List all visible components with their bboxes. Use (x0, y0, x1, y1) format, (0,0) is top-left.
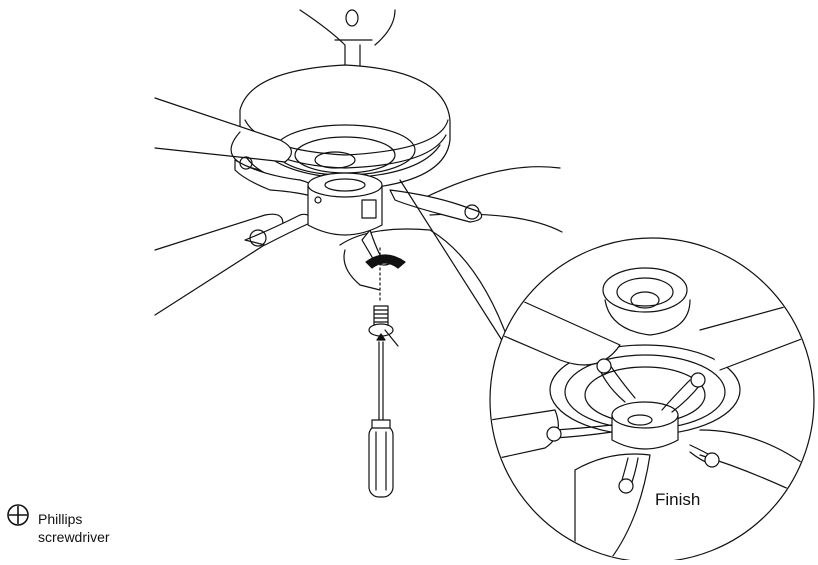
tool-name-line1: Phillips (38, 511, 83, 527)
detail-view (489, 237, 815, 563)
switch-housing (307, 172, 383, 236)
phillips-head-icon (7, 504, 29, 526)
screwdriver (368, 333, 394, 498)
finish-label: Finish (655, 490, 701, 509)
detail-leader-line (399, 179, 506, 346)
fan-blade-left-lower (154, 213, 284, 316)
tool-legend: Phillips screwdriver (6, 503, 166, 553)
blade-iron-right (389, 189, 483, 223)
tool-name-line2: screwdriver (38, 529, 110, 545)
motor-housing (239, 64, 451, 191)
screw (368, 247, 399, 347)
rotate-arrow-icon (365, 254, 406, 269)
